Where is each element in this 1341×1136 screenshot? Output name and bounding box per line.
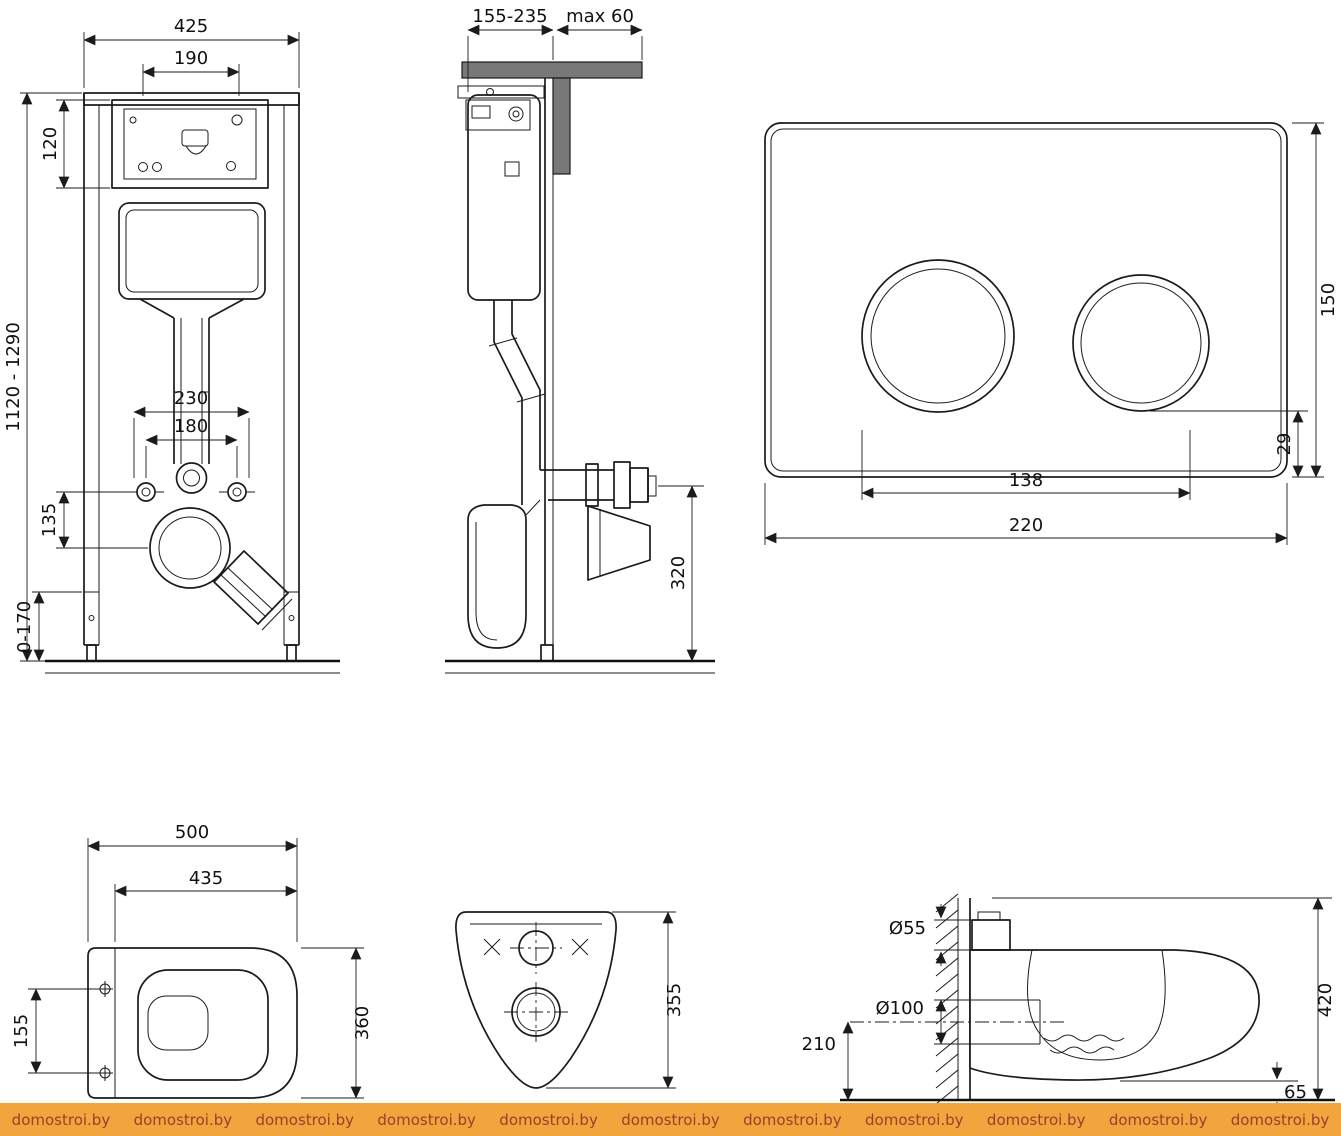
dim-foot-range-0-170: 0-170: [14, 601, 35, 653]
cistern-front: [118, 202, 266, 300]
watermark-text: domostroi.by: [1230, 1110, 1330, 1129]
bowl-opening: [147, 995, 209, 1051]
flush-pipe-side: [493, 300, 523, 505]
access-box: [111, 99, 269, 189]
cistern-side: [467, 94, 541, 301]
bowl-profile: [969, 949, 1260, 1081]
label-outlet-diameter: Ø100: [875, 998, 924, 1019]
dim-bowl-435: 435: [189, 868, 223, 889]
bowl-side-view: Ø55 Ø100 210 420 65: [802, 893, 1336, 1103]
watermark-text: domostroi.by: [743, 1110, 842, 1129]
bowl-basin: [1027, 949, 1166, 1061]
label-inlet-diameter: Ø55: [889, 918, 926, 939]
dim-bowl-height-420: 420: [1315, 983, 1336, 1017]
dim-bowl-depth-500: 500: [175, 822, 209, 843]
frame-foot-right: [286, 644, 297, 662]
drain-elbow: [213, 550, 289, 625]
dim-max-finish: max 60: [566, 6, 634, 27]
inlet-connector: [971, 919, 1011, 951]
dim-outlet-height-320: 320: [668, 556, 689, 590]
frame-side-view: 155-235 max 60 320: [445, 6, 715, 674]
drain-trap: [467, 504, 527, 649]
dim-plate-width-220: 220: [1009, 515, 1043, 536]
bowl-top-view: 500 435 155 360: [11, 822, 373, 1099]
dim-opening-width-190: 190: [174, 48, 208, 69]
frame-foot-side: [540, 644, 554, 662]
drain-socket: [149, 507, 231, 589]
frame-top-bar: [83, 92, 300, 106]
water-line: [1043, 1034, 1125, 1042]
dim-fixing-span-155: 155: [11, 1014, 32, 1048]
frame-front-view: 425 190 120 1120 - 1290 230 180 135 0-17…: [3, 16, 340, 674]
dim-opening-height-120: 120: [40, 127, 61, 161]
watermark-text: domostroi.by: [133, 1110, 233, 1129]
flush-button-small: [1072, 274, 1210, 412]
dim-frame-width-425: 425: [174, 16, 208, 37]
watermark-bar: domostroi.by domostroi.by domostroi.by d…: [0, 1103, 1341, 1136]
bowl-outline-top: [87, 947, 298, 1099]
dim-frame-height-range: 1120 - 1290: [3, 322, 24, 432]
outlet-pipe: [540, 461, 657, 509]
dim-fixing-180: 180: [174, 416, 208, 437]
dim-outlet-height-210: 210: [802, 1034, 836, 1055]
flush-plate-view: 150 29 138 220: [764, 122, 1339, 545]
frame-foot-left: [86, 644, 97, 662]
watermark-text: domostroi.by: [986, 1110, 1086, 1129]
watermark-text: domostroi.by: [499, 1110, 598, 1129]
bowl-back-view: 355: [455, 911, 685, 1089]
top-fixing-bar: [461, 61, 643, 79]
wall-sleeve-cone: [587, 505, 651, 581]
fixing-marks: [97, 981, 113, 1081]
flush-pipe-connector: [175, 462, 208, 494]
dim-bowl-355: 355: [664, 983, 685, 1017]
fixing-marks-back: [483, 938, 589, 956]
dim-drain-offset-135: 135: [39, 503, 60, 537]
flush-plate: [764, 122, 1288, 478]
dim-fixing-230: 230: [174, 388, 208, 409]
watermark-text: domostroi.by: [377, 1110, 476, 1129]
watermark-text: domostroi.by: [621, 1110, 720, 1129]
dim-plate-height-150: 150: [1318, 283, 1339, 317]
drawing-canvas: 425 190 120 1120 - 1290 230 180 135 0-17…: [3, 6, 1339, 1103]
finished-wall-section: [552, 77, 571, 175]
bowl-outline-back: [455, 911, 617, 1089]
seat-ring: [137, 969, 269, 1081]
dim-bowl-width-360: 360: [352, 1006, 373, 1040]
dim-gap-65: 65: [1284, 1082, 1307, 1103]
dim-depth-range: 155-235: [472, 6, 547, 27]
dim-button-span-138: 138: [1009, 470, 1043, 491]
fixing-bolts: [128, 482, 255, 502]
wall-hatch: [935, 893, 959, 1103]
dim-button-offset-29: 29: [1274, 433, 1295, 456]
flush-button-large: [861, 259, 1015, 413]
watermark-text: domostroi.by: [1108, 1110, 1208, 1129]
watermark-text: domostroi.by: [255, 1110, 355, 1129]
watermark-text: domostroi.by: [11, 1110, 111, 1129]
watermark-text: domostroi.by: [865, 1110, 964, 1129]
